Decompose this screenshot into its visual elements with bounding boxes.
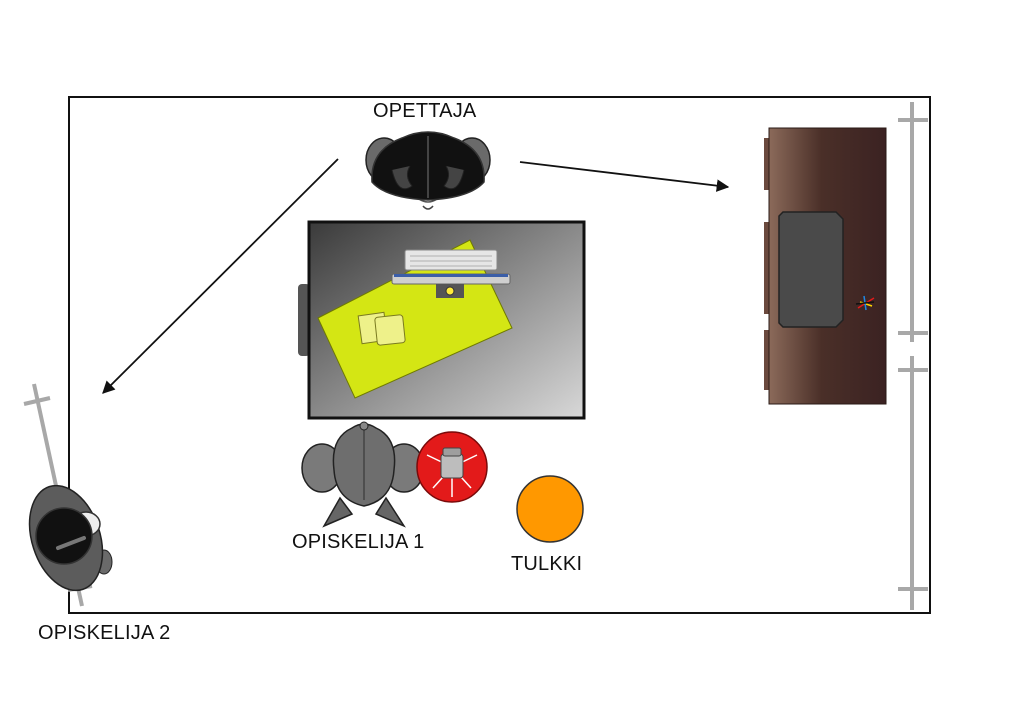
teacher-figure	[365, 131, 491, 210]
right-rails	[898, 102, 928, 610]
keyboard-icon	[404, 249, 498, 271]
student2-label: OPISKELIJA 2	[38, 622, 171, 644]
cabinet	[764, 127, 887, 405]
interpreter-circle	[516, 475, 584, 543]
student1-label: OPISKELIJA 1	[292, 531, 425, 553]
teacher-label: OPETTAJA	[373, 100, 477, 122]
pencils-icon	[855, 295, 875, 311]
arrow-to-student2	[102, 158, 339, 394]
student-chair	[416, 431, 488, 503]
sticky-notes	[357, 311, 406, 346]
student2-figure	[23, 383, 113, 607]
arrow-to-cabinet	[519, 161, 730, 192]
interpreter-label: TULKKI	[511, 553, 583, 575]
room-outline	[68, 96, 931, 614]
student1-figure	[301, 421, 425, 528]
teacher-desk	[298, 220, 586, 420]
monitor-icon	[391, 273, 511, 298]
